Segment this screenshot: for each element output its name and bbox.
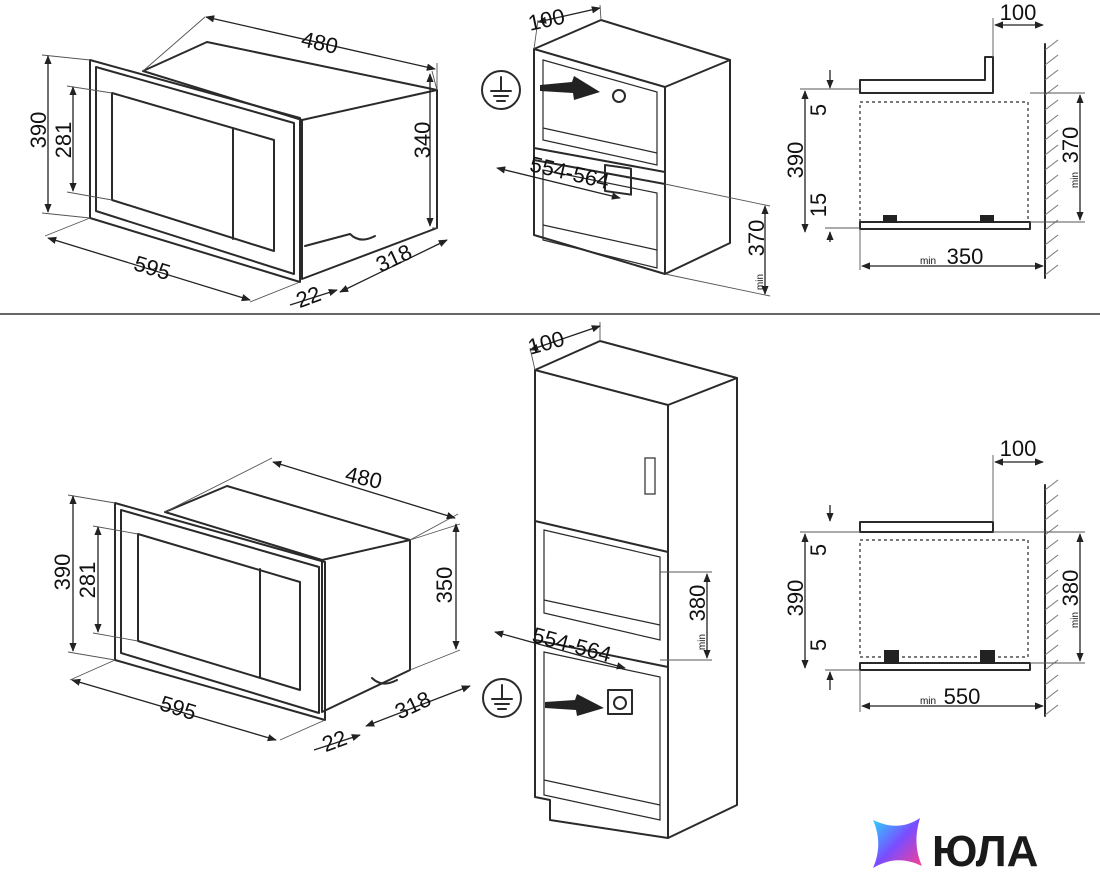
dim-width: 595 xyxy=(157,691,199,726)
dim-height-outer: 390 xyxy=(26,112,51,149)
niche-width: 554-564 xyxy=(528,151,612,194)
dim-door: 22 xyxy=(319,725,351,757)
niche-width: 554-564 xyxy=(530,622,614,667)
dim-side-depth: 318 xyxy=(391,686,435,724)
section-inner-height: 370 xyxy=(1058,127,1083,164)
section-gap: 100 xyxy=(1000,0,1037,25)
microwave-drawing-top xyxy=(41,15,448,306)
section-min-label-h: min xyxy=(920,256,936,267)
section-bottom-gap: 5 xyxy=(806,639,831,651)
yula-logo: ЮЛА xyxy=(873,818,1038,876)
section-inner-depth: 350 xyxy=(947,244,984,269)
microwave-drawing-bottom xyxy=(67,457,471,751)
dim-height-outer: 390 xyxy=(50,554,75,591)
section-min-label-h: min xyxy=(920,696,936,707)
niche-min-label: min xyxy=(697,634,708,650)
section-inner-depth: 550 xyxy=(944,684,981,709)
dim-height-inner: 281 xyxy=(75,562,100,599)
cabinet-gap: 100 xyxy=(525,326,567,360)
niche-height: 370 xyxy=(744,220,769,257)
section-top-gap: 5 xyxy=(806,544,831,556)
section-drawing-bottom xyxy=(800,455,1085,717)
cabinet-drawing-top xyxy=(481,4,771,297)
section-height: 390 xyxy=(783,142,808,179)
niche-height: 380 xyxy=(685,585,710,622)
cabinet-gap: 100 xyxy=(526,4,567,36)
section-height: 390 xyxy=(783,580,808,617)
dim-width: 595 xyxy=(131,251,173,286)
niche-min-label: min xyxy=(755,274,766,290)
logo-text: ЮЛА xyxy=(932,827,1038,876)
logo-star-icon xyxy=(873,818,922,868)
dim-height-inner: 281 xyxy=(51,122,76,159)
dim-door: 22 xyxy=(293,281,325,313)
section-inner-height: 380 xyxy=(1058,570,1083,607)
dim-height-body: 350 xyxy=(432,567,457,604)
section-gap: 100 xyxy=(1000,436,1037,461)
dim-depth: 480 xyxy=(343,461,384,494)
section-min-label-v: min xyxy=(1070,172,1081,188)
section-drawing-top xyxy=(800,18,1085,279)
section-bottom-gap: 15 xyxy=(806,193,831,217)
dim-height-body: 340 xyxy=(410,122,435,159)
dim-depth: 480 xyxy=(299,26,340,59)
dim-side-depth: 318 xyxy=(372,239,416,277)
cabinet-drawing-bottom xyxy=(482,322,738,839)
section-min-label-v: min xyxy=(1070,612,1081,628)
section-top-gap: 5 xyxy=(806,104,831,116)
